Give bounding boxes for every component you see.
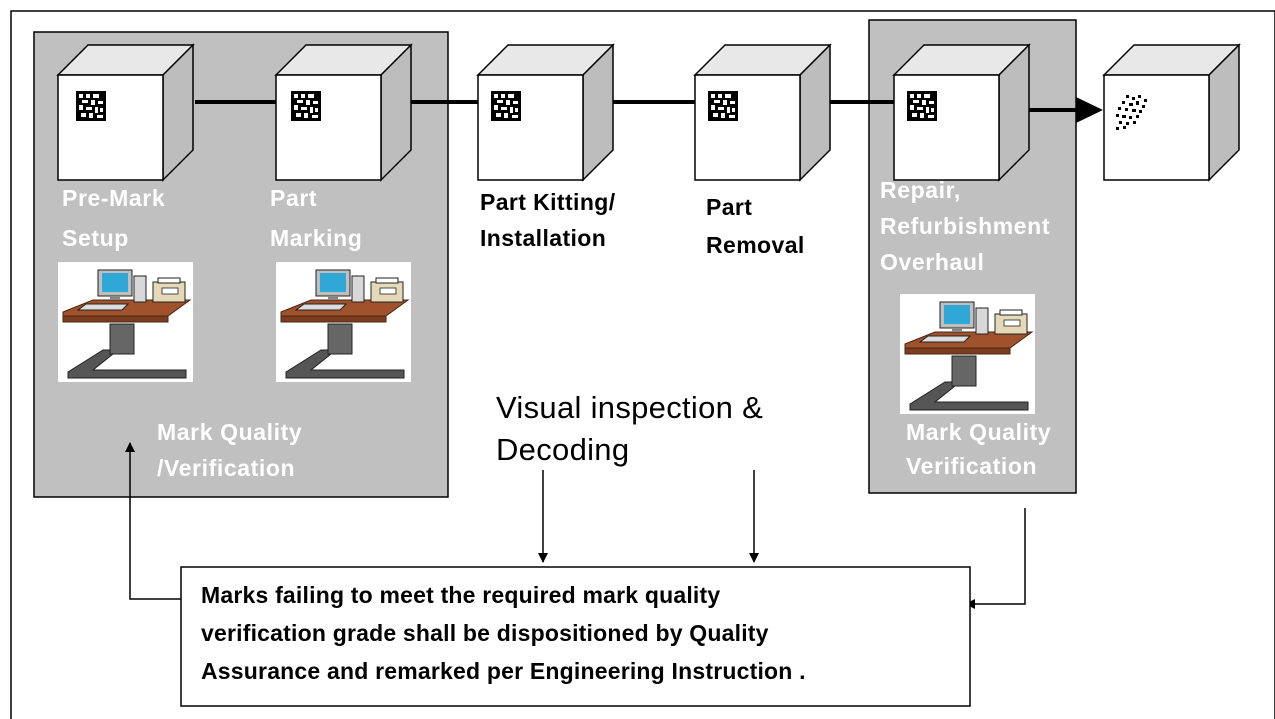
stage-label-part-removal: Part Removal [706,194,805,258]
data-matrix-icon [708,91,738,121]
computer-workstation-icon [899,293,1036,415]
feedback-arrow-right [965,508,1026,609]
right-verification-label: Mark Quality Verification [906,419,1058,479]
box-3d-icon [694,44,831,181]
box-3d-icon [57,44,194,181]
feedback-arrow-left [125,442,181,600]
computer-workstation-icon [57,261,194,383]
visual-inspection-label: Visual inspection & Decoding [496,390,772,467]
box-3d-icon [1103,44,1240,181]
stage-label-pre-mark: Pre-Mark Setup [62,185,172,251]
arrowhead-final [1076,97,1103,123]
box-3d-icon [893,44,1030,181]
data-matrix-icon [291,91,321,121]
data-matrix-icon [907,91,937,121]
data-matrix-icon [76,91,106,121]
stage-label-part-kitting: Part Kitting/ Installation [480,189,622,251]
data-matrix-icon [491,91,521,121]
box-3d-icon [477,44,614,181]
diagram-frame [10,10,1275,719]
note-box [180,566,971,707]
stage-label-repair: Repair, Refurbishment Overhaul [880,177,1057,275]
stage-label-part-marking: Part Marking [270,185,362,251]
computer-workstation-icon [275,261,412,383]
left-verification-label: Mark Quality /Verification [157,419,309,481]
note-text: Marks failing to meet the required mark … [201,582,806,684]
degraded-code-icon [1116,95,1147,130]
box-3d-icon [275,44,412,181]
